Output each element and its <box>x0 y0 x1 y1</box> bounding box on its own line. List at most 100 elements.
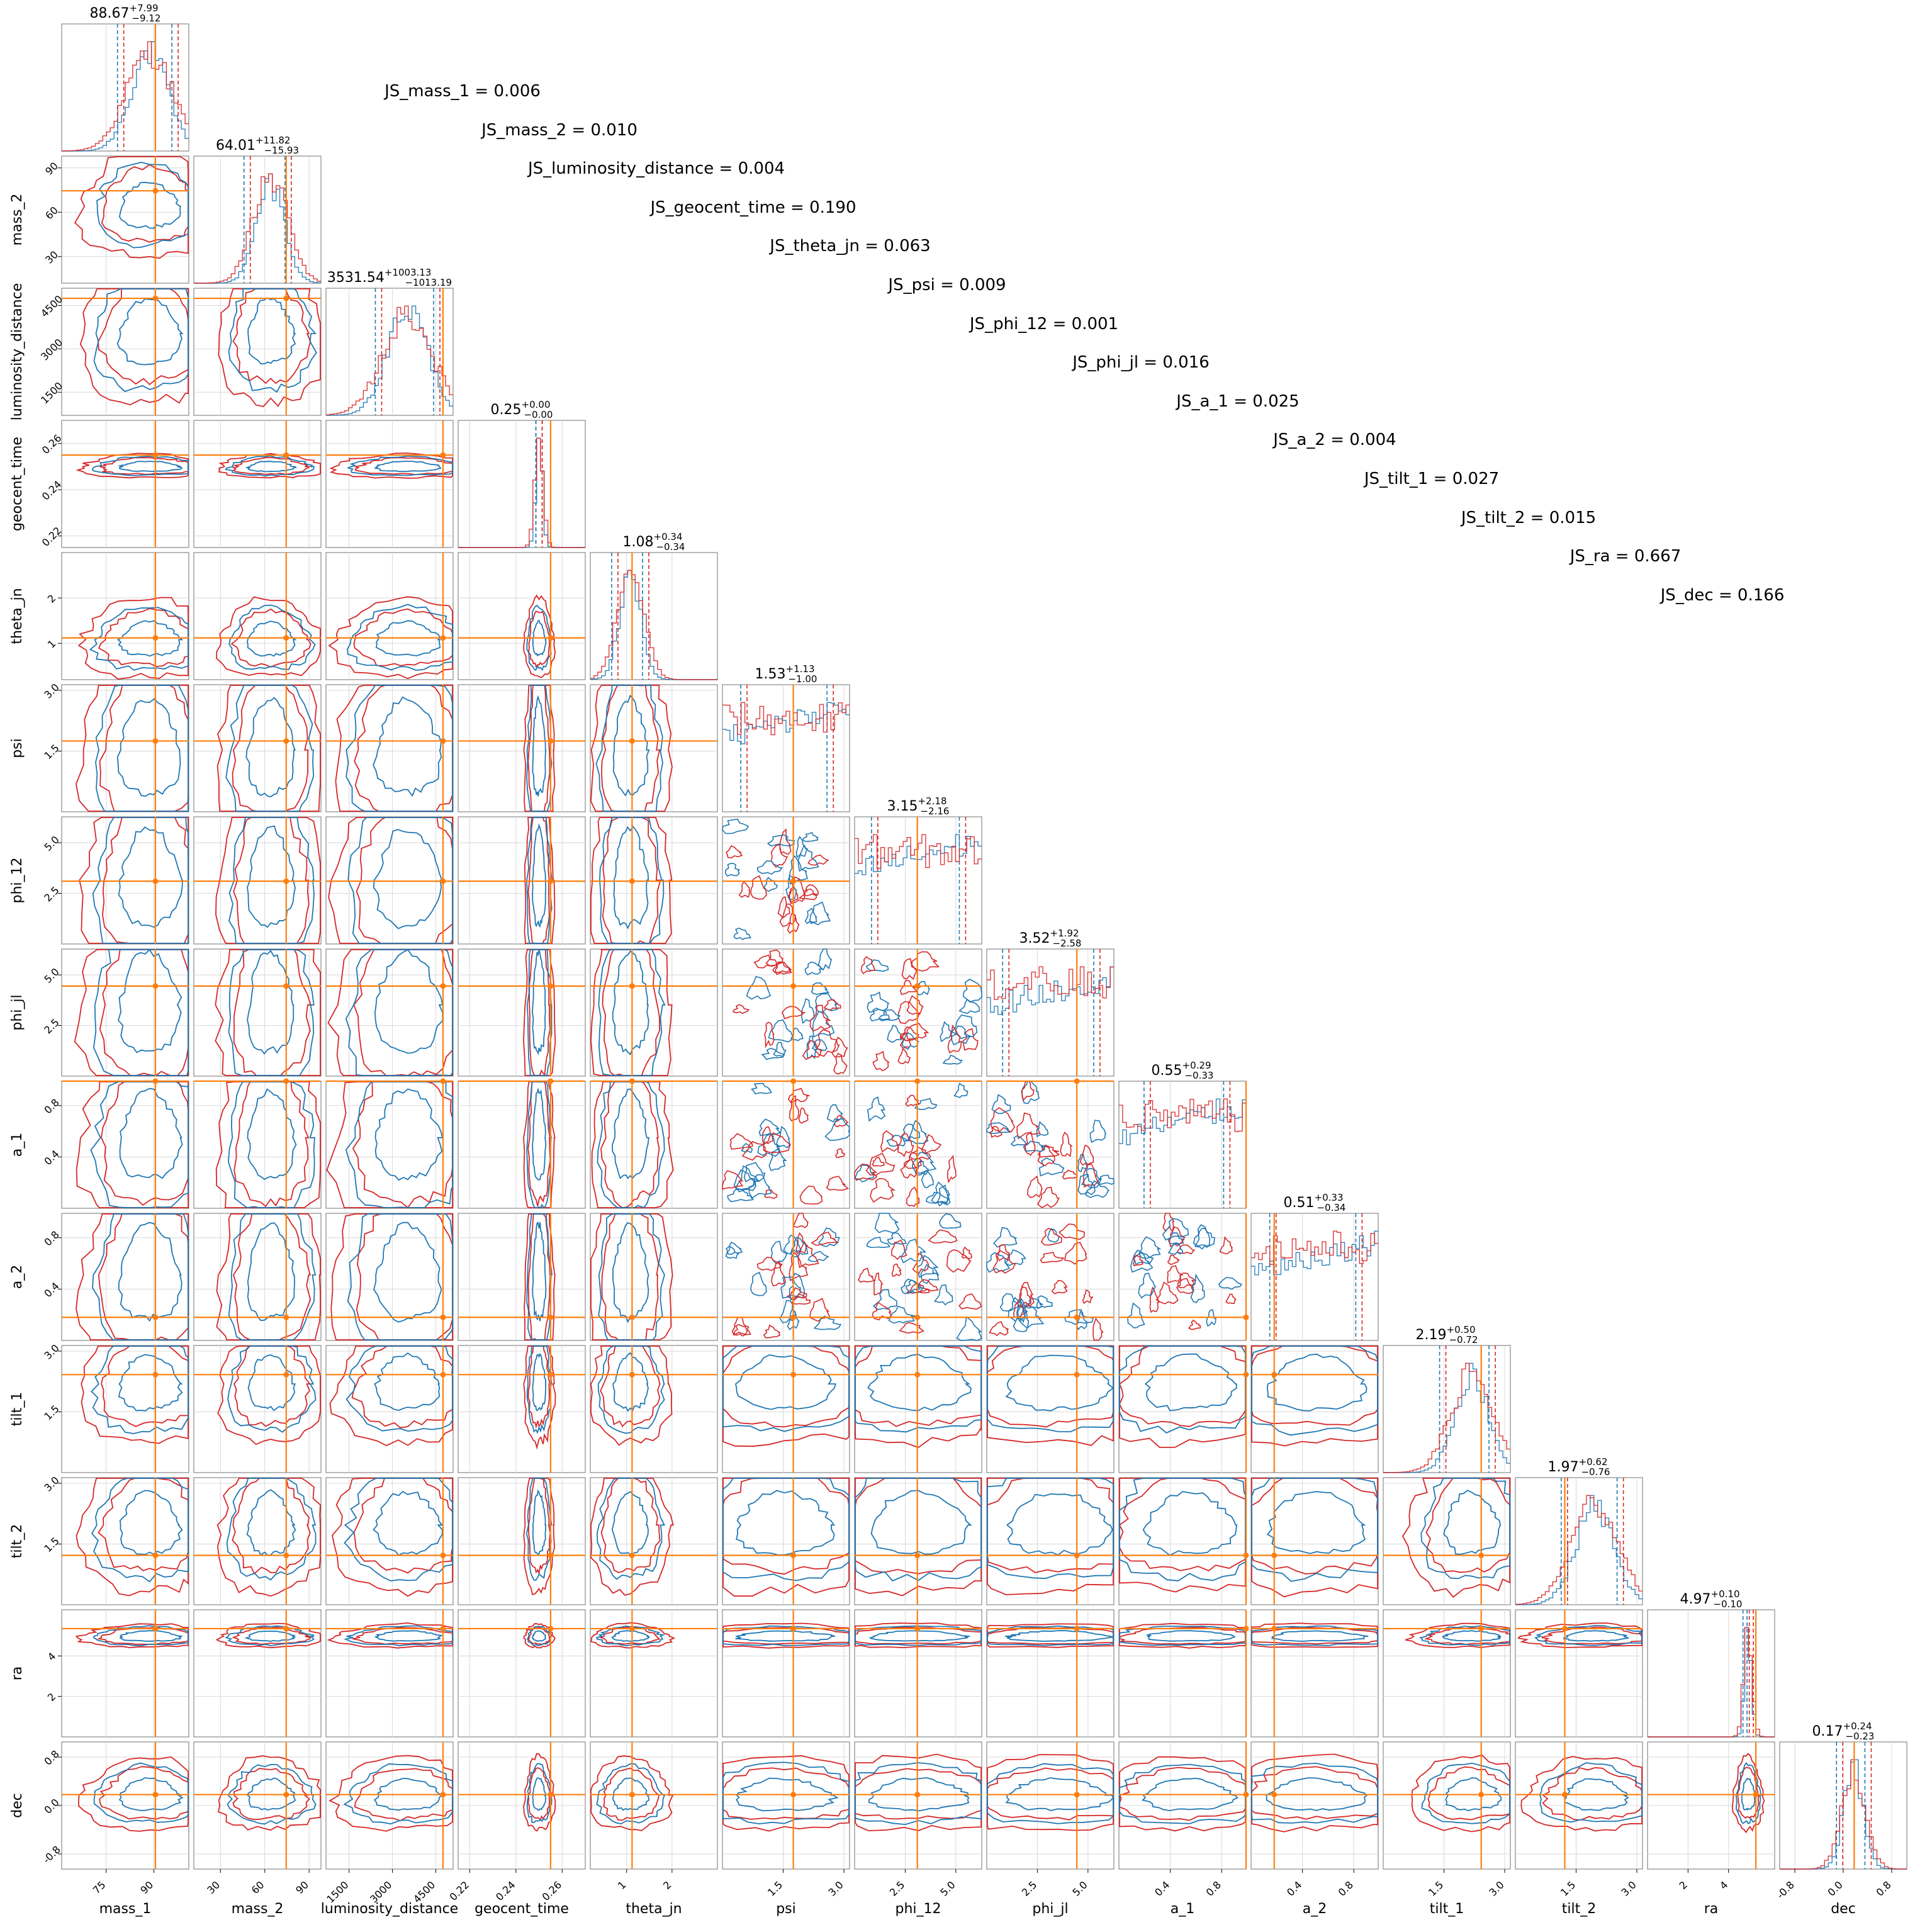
contour-line <box>1040 1252 1065 1264</box>
contour-line <box>1127 1302 1145 1328</box>
contour-line <box>227 1081 315 1208</box>
contour-line <box>1017 1297 1028 1323</box>
panel-phi_jl-vs-tilt_1 <box>986 1345 1115 1473</box>
panel-phi_12-vs-a_2 <box>854 1213 983 1341</box>
contour-line <box>868 1630 970 1642</box>
hist-series-red <box>1780 1759 1907 1870</box>
x-tick-label-ra: 4 <box>1717 1879 1731 1892</box>
contour-line <box>734 1630 836 1642</box>
panel-frame <box>325 948 454 1077</box>
contour-line <box>532 619 547 657</box>
contour-line <box>1005 1354 1115 1412</box>
hist-series-red <box>1251 1230 1378 1265</box>
contour-line <box>735 1165 760 1193</box>
injection-point <box>629 1553 635 1559</box>
panel-geocent_time-vs-phi_12 <box>458 816 586 945</box>
contour-line <box>1219 1236 1233 1254</box>
contour-line <box>245 697 296 797</box>
contour-line <box>736 1490 835 1556</box>
contour-line <box>1004 1249 1026 1266</box>
panel-theta_jn-vs-a_2 <box>590 1213 718 1341</box>
contour-line <box>373 829 443 929</box>
hist-series-red <box>1119 1098 1246 1132</box>
contour-line <box>1138 1236 1162 1259</box>
panel-psi-vs-a_2 <box>722 1213 850 1341</box>
panel-psi-vs-phi_12 <box>722 816 850 945</box>
injection-point <box>152 635 159 641</box>
contour-line <box>612 694 650 797</box>
hist-series-red <box>326 305 453 415</box>
contour-line <box>940 1021 953 1043</box>
contour-line <box>1167 1243 1184 1255</box>
panel-a_1-vs-tilt_2 <box>1118 1477 1249 1605</box>
contour-line <box>345 685 453 812</box>
contour-line <box>590 1755 674 1831</box>
panel-mass_1-vs-mass_2 <box>61 155 189 284</box>
y-tick-label-mass_2: 30 <box>43 249 60 266</box>
contour-line <box>813 1315 842 1330</box>
contour-line <box>612 950 649 1056</box>
summary-title-ra: 4.97+0.10−0.10 <box>1680 1588 1743 1610</box>
summary-title-a_1: 0.55+0.29−0.33 <box>1152 1060 1214 1081</box>
injection-point <box>1561 1792 1568 1798</box>
injection-point <box>152 295 159 301</box>
panel-luminosity_distance-vs-a_2 <box>325 1213 454 1341</box>
panel-hist-geocent_time <box>458 420 586 548</box>
contour-line <box>768 1147 787 1172</box>
injection-point <box>283 1626 289 1632</box>
hist-series-blue <box>1383 1362 1510 1473</box>
contour-line <box>947 1025 962 1054</box>
contour-line <box>119 1087 183 1179</box>
contour-line <box>733 1169 755 1191</box>
injection-point <box>440 452 446 458</box>
contour-line <box>870 1177 896 1203</box>
panel-mass_2-vs-phi_12 <box>193 816 322 945</box>
x-tick-label-mass_2: 90 <box>293 1879 311 1896</box>
contour-line <box>1089 1120 1107 1143</box>
injection-point <box>440 1553 446 1559</box>
contour-line <box>532 1352 547 1412</box>
hist-series-red <box>62 41 189 152</box>
contour-line <box>722 1478 850 1581</box>
contour-line <box>797 845 819 872</box>
panel-frame <box>854 1477 982 1605</box>
panel-frame <box>458 1345 586 1473</box>
contour-line <box>118 826 183 928</box>
y-tick-label-ra: 2 <box>45 1690 59 1704</box>
x-tick-label-tilt_1: 1.5 <box>1426 1879 1446 1898</box>
contour-line <box>345 1345 453 1432</box>
contour-line <box>833 1053 848 1075</box>
x-tick-label-phi_12: 5.0 <box>938 1879 957 1898</box>
contour-line <box>116 298 184 366</box>
injection-point <box>548 1314 554 1320</box>
injection-point <box>1074 1314 1080 1320</box>
contour-line <box>226 1478 317 1581</box>
panel-hist-mass_2 <box>193 155 322 284</box>
contour-line <box>783 1235 802 1255</box>
contour-line <box>218 288 321 407</box>
panel-frame <box>61 420 189 548</box>
injection-point <box>1074 1371 1080 1378</box>
contour-line <box>77 597 189 680</box>
contour-line <box>1024 1131 1036 1157</box>
contour-line <box>526 949 553 1076</box>
injection-point <box>629 1314 635 1320</box>
hist-series-red <box>722 702 850 736</box>
x-tick-label-phi_jl: 5.0 <box>1070 1879 1089 1898</box>
contour-line <box>1037 1145 1055 1167</box>
contour-line <box>1225 1293 1237 1304</box>
contour-line <box>887 1232 907 1245</box>
contour-line <box>119 1490 183 1555</box>
hist-series-red <box>1383 1362 1510 1473</box>
contour-line <box>1425 1478 1510 1573</box>
injection-point <box>440 1626 446 1632</box>
panel-frame <box>986 1345 1115 1473</box>
contour-line <box>901 958 919 980</box>
injection-point <box>790 1553 797 1559</box>
y-axis-label-phi_jl: phi_jl <box>9 994 25 1030</box>
contour-line <box>91 456 189 476</box>
panel-mass_1-vs-dec <box>61 1741 189 1870</box>
panel-frame <box>590 1477 718 1605</box>
panel-frame <box>325 552 454 680</box>
